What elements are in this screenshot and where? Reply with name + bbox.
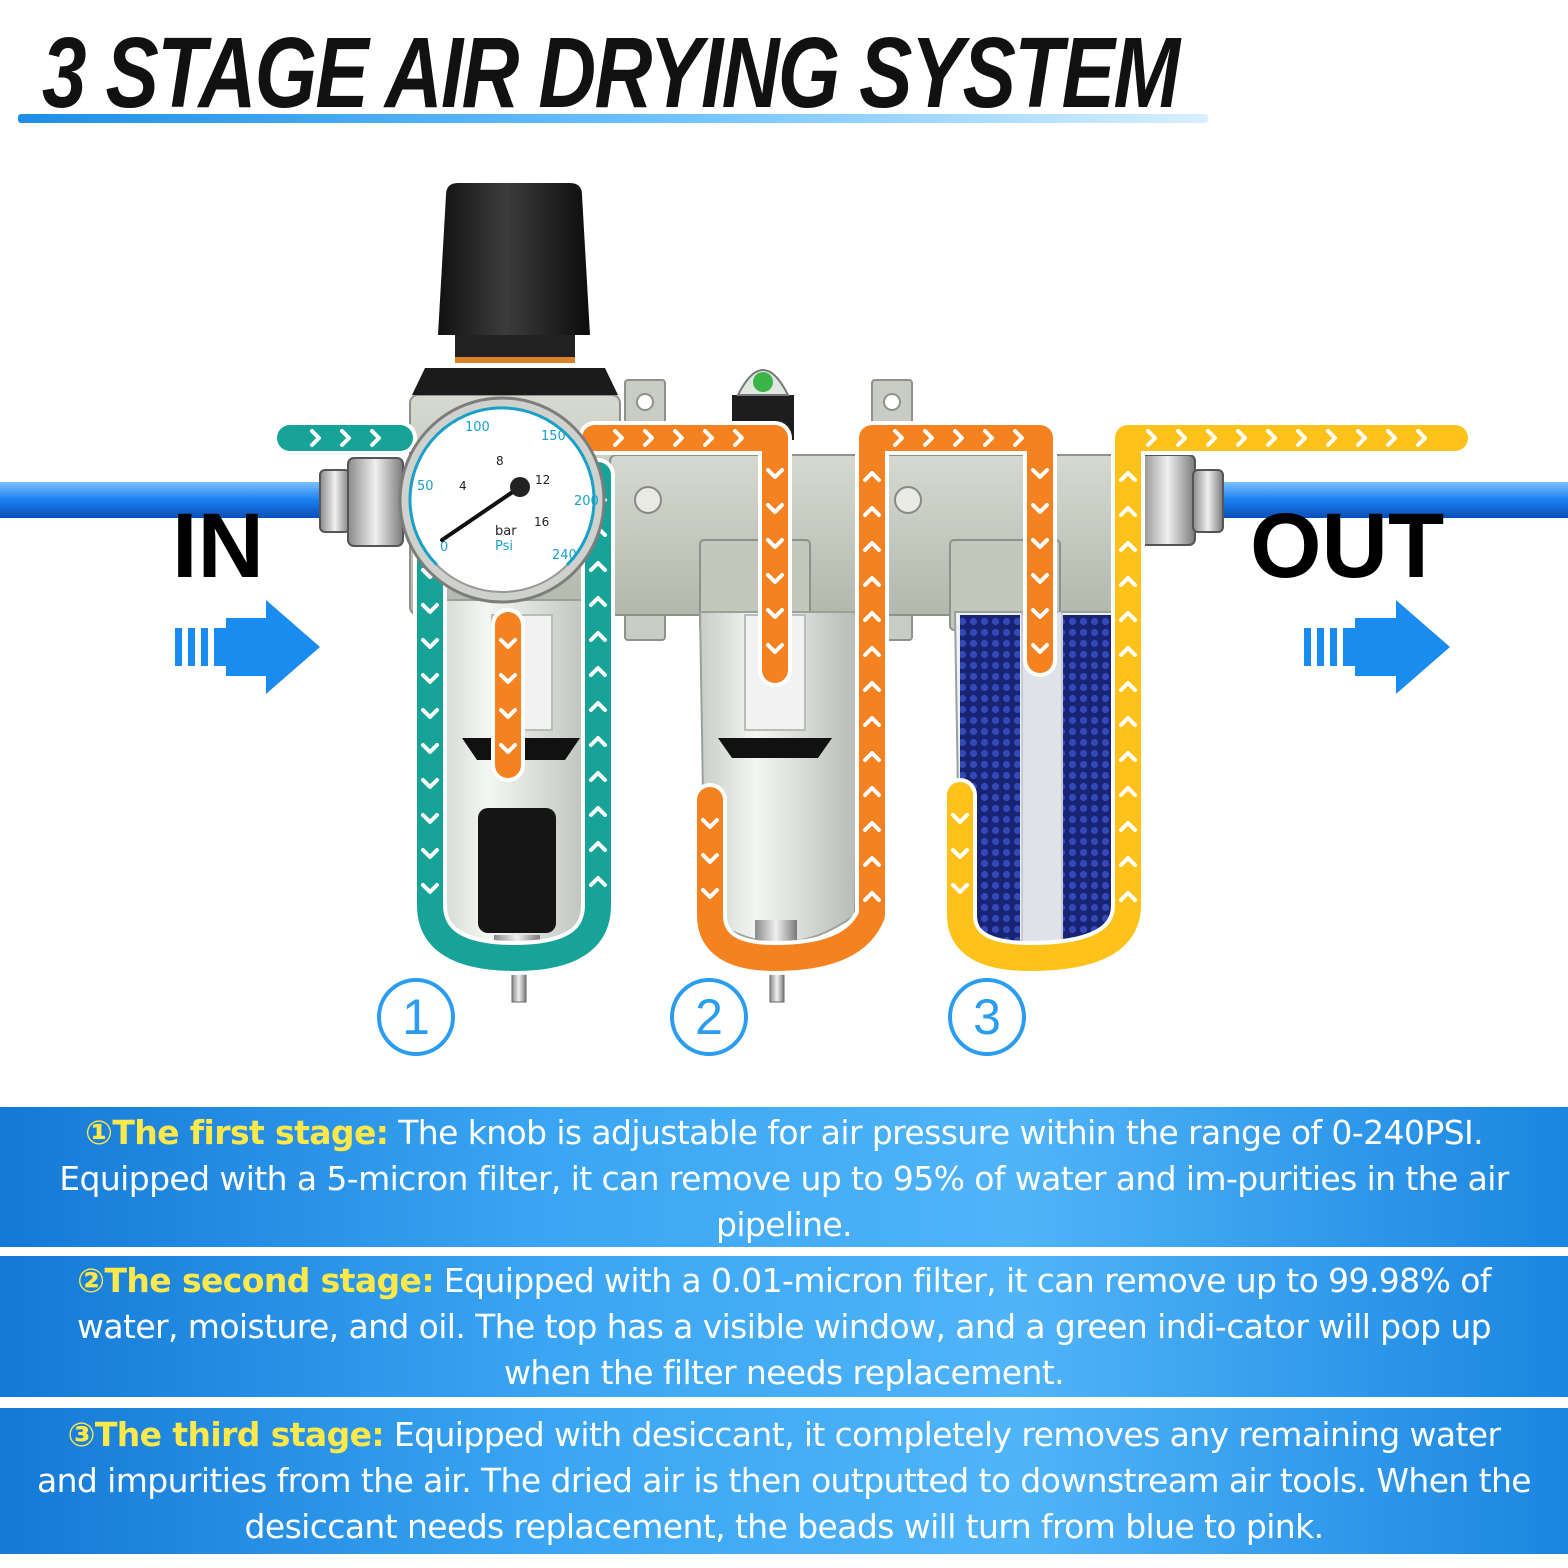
inlet-label: IN	[172, 495, 264, 597]
gauge-tick-psi: 100	[465, 420, 490, 435]
stage-2-description: ②The second stage: Equipped with a 0.01-…	[0, 1256, 1568, 1397]
stage-number-1: 1	[377, 978, 455, 1056]
gauge-unit-psi: Psi	[495, 539, 513, 554]
stage-2-heading: ②The second stage:	[77, 1261, 434, 1300]
title-underline	[18, 114, 1208, 123]
stage-2-text: Equipped with a 0.01-micron filter, it c…	[76, 1261, 1492, 1392]
gauge-tick-psi: 240	[552, 548, 577, 563]
gauge-unit-bar: bar	[495, 524, 517, 539]
gauge-tick-bar: 12	[535, 473, 550, 487]
stage-3-text: Equipped with desiccant, it completely r…	[36, 1415, 1532, 1546]
gauge-tick-bar: 16	[534, 515, 549, 529]
gauge-tick-psi: 150	[541, 429, 566, 444]
pressure-gauge: 0 50 100 150 200 240 4 8 12 16 bar Psi	[398, 396, 606, 604]
flow-path-stage-1	[273, 421, 615, 975]
outlet-fitting	[1139, 454, 1224, 546]
inlet-fitting	[319, 457, 404, 547]
stage-number-2: 2	[670, 978, 748, 1056]
pressure-knob	[412, 183, 618, 395]
arrow-right-icon	[175, 600, 320, 694]
gauge-needle	[440, 485, 522, 542]
gauge-tick-psi: 0	[440, 540, 448, 555]
air-drying-diagram: 0 50 100 150 200 240 4 8 12 16 bar Psi	[0, 183, 1568, 1003]
arrow-right-icon	[1304, 600, 1450, 694]
page-title: 3 STAGE AIR DRYING SYSTEM	[42, 17, 1180, 129]
stage-1-description: ①The first stage: The knob is adjustable…	[0, 1107, 1568, 1247]
stage-number-3: 3	[948, 978, 1026, 1056]
gauge-tick-psi: 200	[574, 494, 599, 509]
gauge-tick-bar: 8	[496, 454, 504, 468]
stage-3-heading: ③The third stage:	[67, 1415, 385, 1454]
stage-1-text: The knob is adjustable for air pressure …	[59, 1113, 1509, 1244]
gauge-tick-bar: 4	[459, 479, 467, 493]
flow-path-stage-3	[943, 421, 1472, 975]
stage-3-description: ③The third stage: Equipped with desiccan…	[0, 1408, 1568, 1554]
stage-1-heading: ①The first stage:	[84, 1113, 389, 1152]
chevron-right-icon	[310, 429, 1427, 447]
gauge-tick-psi: 50	[417, 479, 434, 494]
outlet-label: OUT	[1250, 495, 1445, 597]
chevron-down-icon	[421, 468, 1137, 902]
